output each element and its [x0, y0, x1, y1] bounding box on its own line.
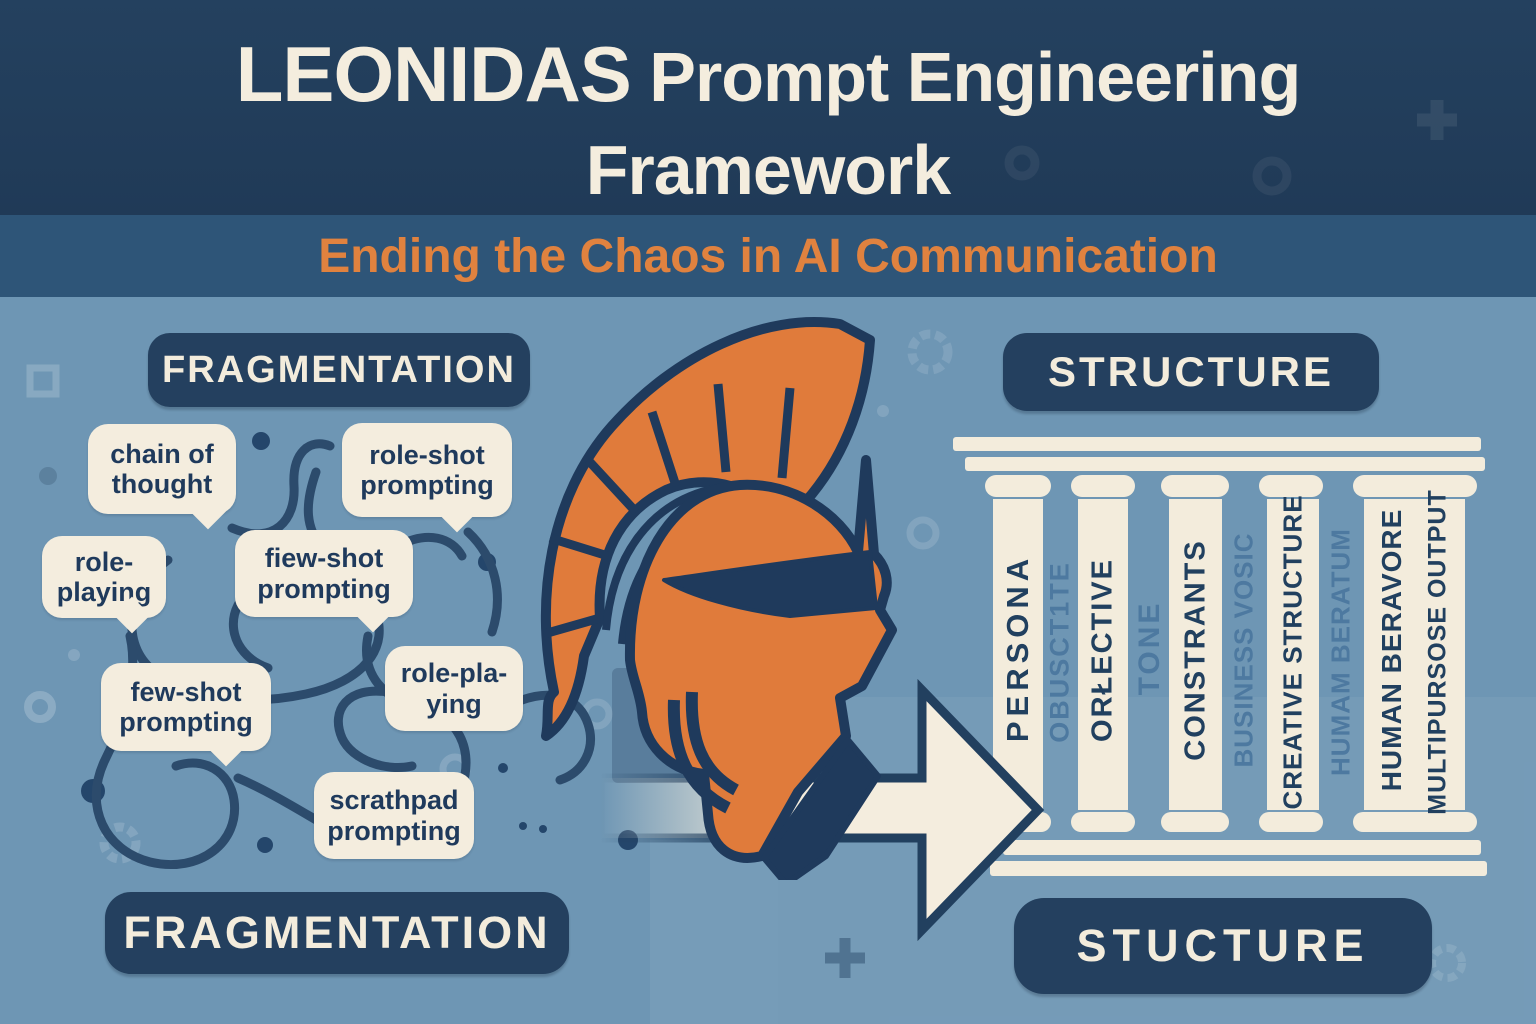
background-shade-center	[650, 840, 778, 1024]
pillar-label: CONSTRANTS	[1179, 539, 1212, 761]
pillar-output	[1364, 499, 1465, 810]
pillar-objective	[1078, 499, 1128, 810]
bubble-text: role- playing	[56, 546, 152, 607]
bubble-role-playing: role- playing	[42, 536, 166, 634]
pillar-label: HUMAN BERAVORE	[1376, 508, 1407, 792]
bubble-role-shot-prompting: role-shot prompting	[342, 423, 512, 533]
helmet-backdrop	[612, 668, 772, 783]
bubble-few-shot-prompting: few-shot prompting	[101, 663, 271, 767]
pillar-foot	[1071, 812, 1135, 832]
header: LEONIDAS Prompt Engineering Framework	[0, 0, 1536, 215]
pillar-constraints	[1169, 499, 1222, 810]
bubble-text: role-pla- ying	[400, 658, 508, 719]
structure-label-bottom: STUCTURE	[1014, 898, 1432, 994]
structure-label-top: STRUCTURE	[1003, 333, 1379, 411]
pillar-capital	[1161, 475, 1229, 497]
pillar-label: CREATIVE STRUCTURE	[1277, 494, 1308, 810]
subtitle: Ending the Chaos in AI Communication	[318, 229, 1218, 283]
bubble-scrathpad-prompting: scrathpad prompting	[314, 772, 474, 859]
pillar-label: ORŁECTIVE	[1086, 558, 1119, 742]
title-line2: Framework	[585, 131, 951, 209]
gap-label: BUSINESS VOSIC	[1228, 532, 1259, 768]
stylobate-bar-1	[1003, 840, 1481, 855]
pillar-foot	[1259, 812, 1323, 832]
title-brand: LEONIDAS	[235, 30, 632, 118]
title-line1-text: Prompt Engineering	[649, 38, 1301, 116]
stylobate-bar-2	[990, 861, 1487, 876]
fragmentation-label-bottom: FRAGMENTATION	[105, 892, 569, 974]
bubble-fiew-shot-prompting: fiew-shot prompting	[235, 530, 413, 633]
bubble-text: few-shot prompting	[119, 676, 253, 737]
gap-label: OBUSCT1TE	[1044, 561, 1075, 743]
bubble-text: chain of thought	[110, 438, 214, 499]
bubble-text: role-shot prompting	[360, 439, 494, 500]
bubble-role-pla-ying: role-pla- ying	[385, 646, 523, 731]
bubble-chain-of-thought: chain of thought	[88, 424, 236, 530]
entablature-bar-2	[965, 457, 1485, 471]
bubble-text: scrathpad prompting	[327, 785, 461, 846]
pillar-foot	[1161, 812, 1229, 832]
pillar-label: PERSONA	[1000, 553, 1035, 743]
pillar-capital	[985, 475, 1051, 497]
entablature-bar-1	[953, 437, 1481, 451]
pillar-capital	[1259, 475, 1323, 497]
pillar-creative-structure	[1267, 499, 1319, 810]
subtitle-band: Ending the Chaos in AI Communication	[0, 215, 1536, 297]
pillar-foot	[985, 812, 1051, 832]
gap-label: TONE	[1133, 600, 1166, 696]
page-title: LEONIDAS Prompt Engineering	[0, 34, 1536, 137]
fragmentation-label-top: FRAGMENTATION	[148, 333, 530, 407]
gap-label: HUMAM BERATUM	[1325, 528, 1356, 776]
pillar-capital	[1071, 475, 1135, 497]
pillar-label: MULTIPURSOSE OUTPUT	[1423, 489, 1452, 815]
pillar-capital	[1353, 475, 1477, 497]
bubble-text: fiew-shot prompting	[257, 543, 391, 604]
pillar-foot	[1353, 812, 1477, 832]
title-line1-rest	[631, 38, 649, 116]
